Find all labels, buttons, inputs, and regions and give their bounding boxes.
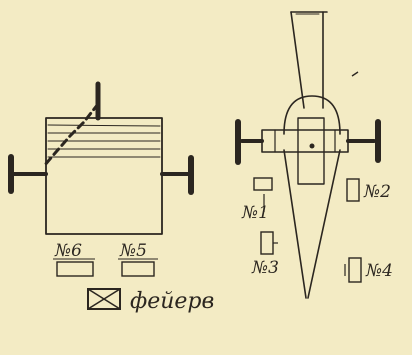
crossed-box-icon [87, 288, 121, 310]
label-n1: №1 [241, 203, 269, 223]
label-group-n1: №1 [241, 177, 273, 223]
legend: фейерв [87, 288, 214, 314]
box-n1 [253, 177, 273, 191]
left-carriage-icon [8, 81, 194, 235]
ink-mark [351, 71, 359, 77]
box-n4 [348, 257, 362, 283]
label-group-n3: №3 [251, 231, 279, 278]
box-n6 [56, 261, 94, 277]
label-n4: №4 [365, 261, 393, 281]
left-carriage-diagonal [42, 102, 100, 168]
legend-label: фейерв [130, 289, 214, 314]
box-n5 [121, 261, 155, 277]
beam-left-edge [290, 11, 305, 109]
inner-channel [297, 117, 325, 185]
center-pivot [309, 143, 315, 149]
label-group-n4: №4 [344, 257, 393, 283]
box-n2 [346, 178, 360, 202]
label-n2: №2 [363, 182, 391, 202]
label-n5: №5 [119, 241, 147, 261]
tail-right-edge [307, 149, 341, 299]
label-group-n2: №2 [346, 178, 391, 202]
label-group-n5: №5 [118, 241, 158, 277]
tail-left-edge [283, 149, 307, 299]
label-n6: №6 [54, 241, 82, 261]
dome [283, 95, 341, 135]
label-group-n6: №6 [53, 241, 95, 277]
right-carriage-icon [235, 11, 381, 299]
label-n3: №3 [251, 258, 279, 278]
